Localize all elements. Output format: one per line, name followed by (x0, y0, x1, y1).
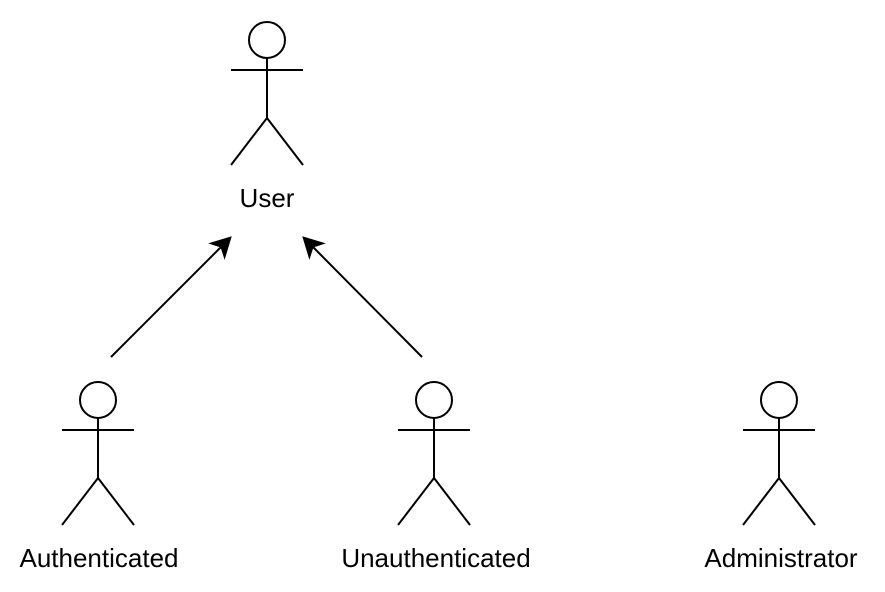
actor-administrator[interactable]: Administrator (704, 381, 858, 573)
edge-authenticated-to-user[interactable] (110, 236, 232, 358)
edge-line (312, 246, 423, 358)
actor-label-authenticated: Authenticated (19, 543, 178, 573)
actor-label-administrator: Administrator (704, 543, 857, 573)
edge-unauthenticated-to-user[interactable] (302, 236, 423, 358)
actor-authenticated[interactable]: Authenticated (19, 381, 179, 573)
actor-label-user: User (240, 183, 295, 213)
authenticated-actor-icon (61, 381, 135, 526)
administrator-actor-icon (742, 381, 816, 526)
user-actor-icon (230, 21, 304, 166)
arrowhead-icon (302, 236, 326, 260)
actor-user[interactable]: User (230, 21, 304, 213)
actor-label-unauthenticated: Unauthenticated (341, 543, 530, 573)
unauthenticated-actor-icon (397, 381, 471, 526)
arrowhead-icon (208, 236, 232, 260)
actor-unauthenticated[interactable]: Unauthenticated (341, 381, 531, 573)
edge-line (110, 246, 222, 358)
